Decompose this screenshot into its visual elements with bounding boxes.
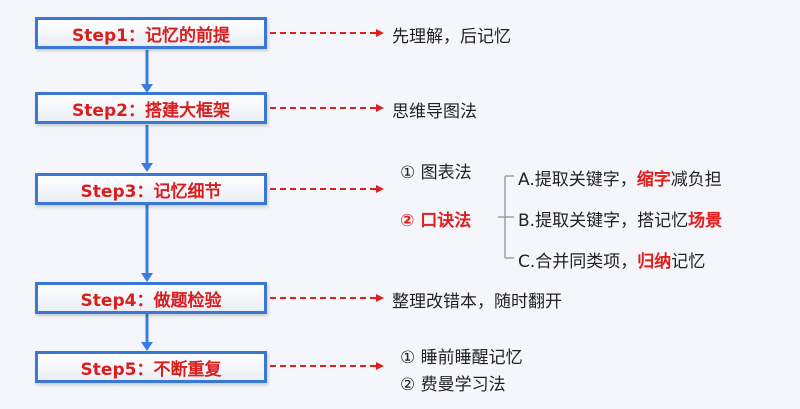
step3-method-1: ① 图表法 (400, 163, 472, 183)
step1-box: Step1：记忆的前提 (35, 17, 267, 49)
tip-b-pre: B.提取关键字，搭记忆 (518, 211, 689, 231)
tip-a: A.提取关键字，缩字减负担 (518, 165, 722, 190)
tip-c: C.合并同类项，归纳记忆 (518, 247, 705, 272)
step2-label: Step2：搭建大框架 (72, 100, 230, 121)
step1-label: Step1：记忆的前提 (72, 25, 230, 46)
tips-bracket (498, 175, 514, 259)
step2-box: Step2：搭建大框架 (35, 92, 267, 124)
step4-box: Step4：做题检验 (35, 282, 267, 314)
step5-outcome-2: ② 费曼学习法 (400, 375, 506, 395)
tip-a-highlight: 缩字 (636, 170, 671, 190)
step3-label: Step3：记忆细节 (80, 181, 222, 202)
tip-b-highlight: 场景 (688, 211, 723, 231)
blue-down-arrow-3 (141, 205, 153, 282)
blue-down-arrow-1 (141, 50, 153, 93)
step4-label: Step4：做题检验 (80, 290, 222, 311)
step2-outcome: 思维导图法 (392, 102, 477, 122)
blue-down-arrow-2 (141, 125, 153, 172)
tip-c-post: 记忆 (671, 252, 706, 272)
blue-down-arrow-4 (141, 314, 153, 351)
tip-b: B.提取关键字，搭记忆场景 (518, 206, 722, 231)
tip-c-highlight: 归纳 (637, 252, 672, 272)
tip-a-post: 减负担 (670, 170, 722, 190)
step5-box: Step5：不断重复 (35, 351, 267, 383)
step1-outcome: 先理解，后记忆 (392, 27, 511, 47)
tip-a-pre: A.提取关键字， (518, 170, 637, 190)
step3-box: Step3：记忆细节 (35, 173, 267, 205)
step3-method-2: ② 口诀法 (400, 211, 472, 231)
step5-outcome-1: ① 睡前睡醒记忆 (400, 348, 523, 368)
step4-outcome: 整理改错本，随时翻开 (392, 292, 562, 312)
step5-label: Step5：不断重复 (80, 359, 222, 380)
tip-c-pre: C.合并同类项， (518, 252, 638, 272)
